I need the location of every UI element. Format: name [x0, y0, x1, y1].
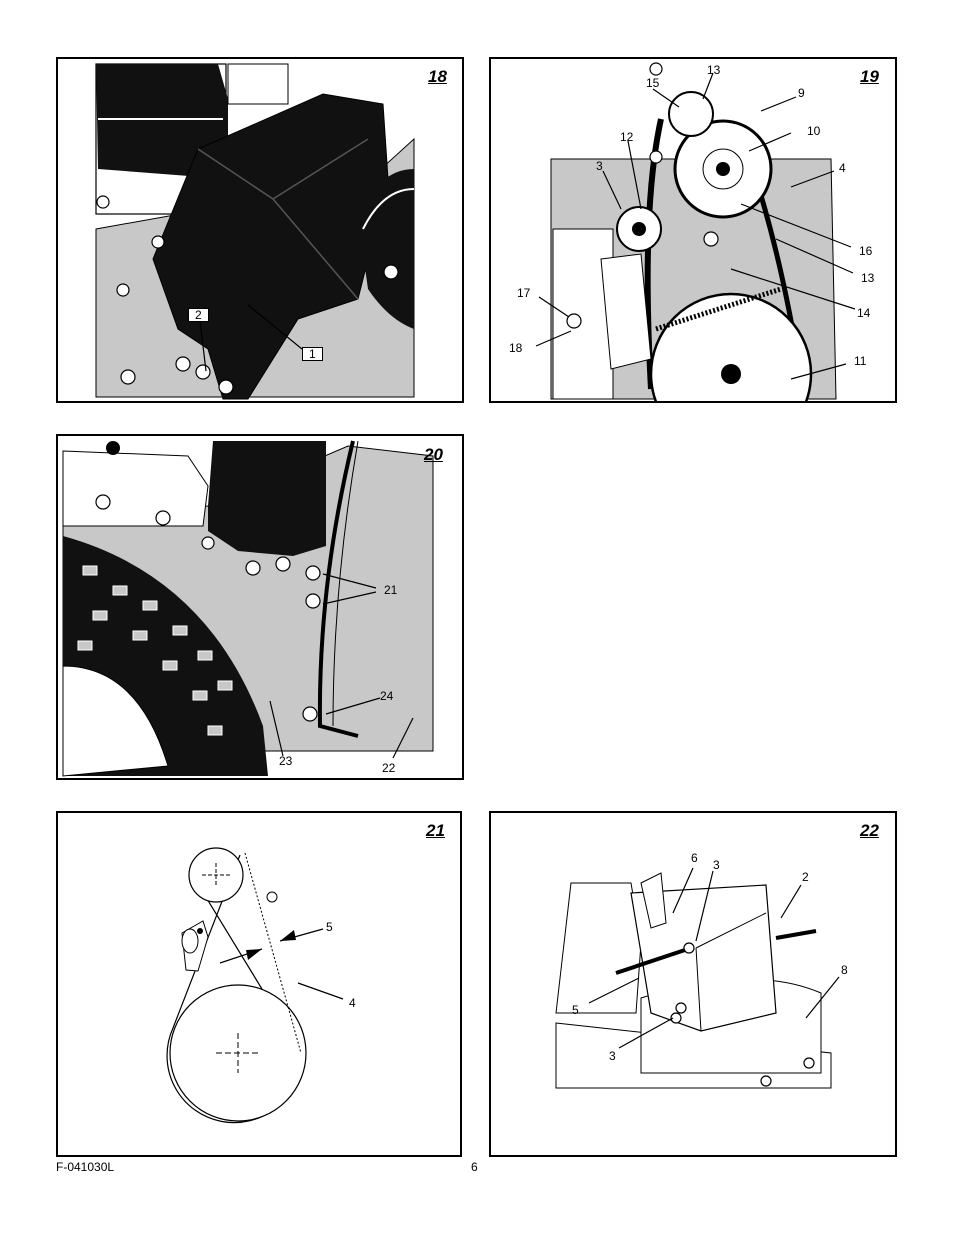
figure-number: 20 [424, 445, 443, 464]
callout-3-upper: 3 [713, 858, 720, 872]
callout-16: 16 [859, 244, 873, 258]
callout-12: 12 [620, 130, 634, 144]
figure-22-illustration [555, 867, 840, 1089]
callout-4: 4 [839, 161, 846, 175]
figure-22-panel: 22 6 3 2 8 5 3 [489, 811, 897, 1157]
callout-2: 2 [188, 308, 209, 322]
callout-5: 5 [326, 920, 333, 934]
callout-17: 17 [517, 286, 531, 300]
figure-19-panel: 19 13 15 9 10 12 3 4 16 13 17 14 18 11 [489, 57, 897, 403]
figure-19-illustration [535, 62, 856, 401]
figure-number: 21 [426, 821, 445, 840]
callout-18: 18 [509, 341, 523, 355]
callout-21: 21 [384, 583, 398, 597]
figure-18-panel: 18 2 1 [56, 57, 464, 403]
callout-2: 2 [802, 870, 809, 884]
callout-10: 10 [807, 124, 821, 138]
callout-8: 8 [841, 963, 848, 977]
callout-14: 14 [857, 306, 871, 320]
callout-1: 1 [302, 347, 323, 361]
figure-20-illustration [62, 440, 434, 777]
callout-4: 4 [349, 996, 356, 1010]
figure-number: 19 [860, 67, 879, 86]
figure-number: 18 [428, 67, 447, 86]
figure-21-illustration [166, 847, 344, 1124]
figure-18-illustration [95, 63, 415, 400]
callout-5: 5 [572, 1003, 579, 1017]
document-code: F-041030L [56, 1160, 115, 1174]
callout-13: 13 [707, 63, 721, 77]
callout-9: 9 [798, 86, 805, 100]
figure-20-panel: 20 21 24 23 22 [56, 434, 464, 780]
figure-21-panel: 21 5 4 [56, 811, 462, 1157]
callout-3: 3 [596, 159, 603, 173]
callout-11: 11 [854, 354, 867, 368]
callout-13-lower: 13 [861, 271, 875, 285]
callout-6: 6 [691, 851, 698, 865]
page-number: 6 [471, 1160, 478, 1174]
callout-3-lower: 3 [609, 1049, 616, 1063]
callout-24: 24 [380, 689, 394, 703]
callout-15: 15 [646, 76, 660, 90]
callout-22: 22 [382, 761, 396, 775]
figure-number: 22 [860, 821, 879, 840]
callout-23: 23 [279, 754, 293, 768]
